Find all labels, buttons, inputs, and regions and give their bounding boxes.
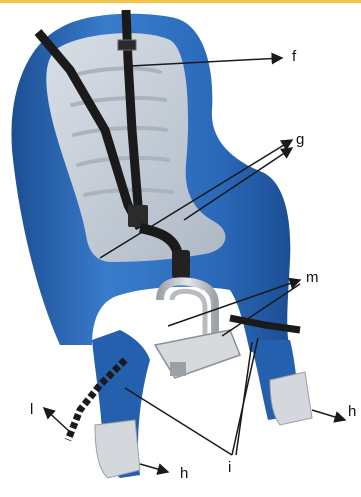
leader-i-a	[125, 388, 232, 455]
leader-l	[44, 408, 70, 432]
leader-i-c	[236, 342, 252, 455]
label-h-left: h	[180, 466, 188, 481]
footrest-right	[270, 372, 312, 425]
strap-buckle-chest	[128, 205, 148, 227]
label-i: i	[228, 460, 231, 475]
crotch-buckle	[172, 250, 190, 278]
footrest-left	[95, 420, 140, 478]
label-h-right: h	[348, 404, 356, 419]
strap-buckle-top	[118, 40, 136, 50]
clamp-lock	[170, 362, 186, 376]
label-l: l	[30, 402, 33, 417]
leader-h-right	[312, 410, 345, 420]
clamp-bracket-inner	[172, 291, 205, 340]
label-m: m	[306, 270, 319, 285]
label-g: g	[296, 132, 304, 147]
clamp-body	[155, 330, 240, 378]
label-f: f	[292, 49, 296, 64]
leader-h-left	[140, 464, 168, 472]
